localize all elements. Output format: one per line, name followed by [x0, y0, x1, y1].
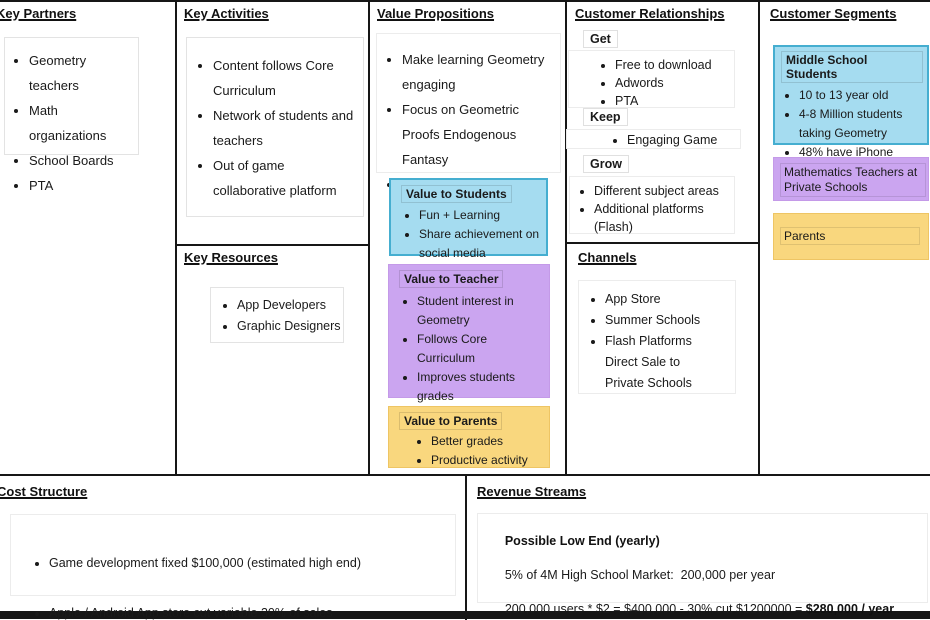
value-to-teacher-box[interactable]: Value to Teacher Student interest in Geo…: [388, 264, 550, 403]
key-resources-box[interactable]: App Developers Graphic Designers: [210, 287, 344, 343]
relationships-keep-box[interactable]: Engaging Game: [566, 129, 741, 149]
key-activities-title: Key Activities: [184, 6, 269, 21]
channel-item: Summer Schools: [605, 310, 735, 331]
revenue-line: 200,000 users * $2 = $400,000 - 30% cut …: [504, 602, 806, 616]
value-to-students-item: Fun + Learning: [419, 206, 540, 225]
value-to-teacher-label: Value to Teacher: [399, 270, 504, 288]
relationships-grow-item: Different subject areas: [594, 182, 732, 200]
channels-box[interactable]: App Store Summer Schools Flash Platforms…: [578, 280, 736, 394]
customer-relationships-title: Customer Relationships: [575, 6, 725, 21]
divider-cost-revenue: [465, 474, 467, 620]
cost-structure-title: Cost Structure: [0, 484, 88, 499]
segment-parents-box[interactable]: Parents: [773, 213, 929, 260]
relationships-get-box[interactable]: Free to download Adwords PTA: [568, 50, 735, 108]
divider-activities-resources: [175, 244, 370, 246]
relationships-get-label: Get: [583, 30, 618, 48]
segment-middle-school-label: Middle School Students: [781, 51, 923, 83]
value-propositions-title: Value Propositions: [377, 6, 495, 21]
revenue-heading: Possible Low End (yearly): [504, 534, 660, 548]
relationships-get-item: Free to download: [615, 56, 734, 74]
value-to-parents-label: Value to Parents: [399, 412, 503, 430]
key-resource-item: Graphic Designers: [237, 316, 343, 337]
value-to-parents-box[interactable]: Value to Parents Better grades Productiv…: [388, 406, 550, 468]
value-to-students-box[interactable]: Value to Students Fun + Learning Share a…: [389, 178, 548, 260]
customer-segments-title: Customer Segments: [770, 6, 897, 21]
revenue-line: 5% of 4M High School Market: 200,000 per…: [504, 568, 776, 582]
channels-title: Channels: [578, 250, 637, 265]
key-partners-box[interactable]: Geometry teachers Math organizations Sch…: [4, 37, 139, 193]
key-activity-item: Network of students and teachers: [213, 103, 359, 153]
segment-middle-school-item: 48% have iPhone: [799, 143, 925, 162]
revenue-streams-box[interactable]: Possible Low End (yearly) 5% of 4M High …: [477, 513, 928, 620]
key-partner-item: School Boards: [29, 148, 136, 173]
key-activity-item: Content follows Core Curriculum: [213, 53, 359, 103]
key-resources-title: Key Resources: [184, 250, 278, 265]
canvas-top-border: [0, 0, 930, 2]
value-prop-item: Focus on Geometric Proofs Endogenous Fan…: [402, 97, 558, 172]
segment-teachers-text: Mathematics Teachers at Private Schools: [780, 163, 926, 197]
channel-continuation: Direct Sale to Private Schools: [605, 355, 692, 390]
value-to-teacher-item: Improves students grades: [417, 368, 547, 406]
divider-activities-valueprops: [368, 0, 370, 476]
segment-middle-school-box[interactable]: Middle School Students 10 to 13 year old…: [773, 45, 929, 159]
segment-middle-school-item: 4-8 Million students taking Geometry: [799, 105, 925, 143]
key-partners-title: Key Partners: [0, 6, 77, 21]
segment-parents-text: Parents: [780, 227, 920, 245]
value-to-parents-item: Productive activity: [431, 451, 543, 470]
canvas-bottom-border: [0, 611, 930, 619]
key-partner-item: Math organizations: [29, 98, 136, 148]
relationships-get-item: Adwords: [615, 74, 734, 92]
cost-item: Game development fixed $100,000 (estimat…: [49, 552, 455, 574]
relationships-grow-box[interactable]: Different subject areas Additional platf…: [569, 176, 735, 234]
relationships-keep-label: Keep: [583, 108, 628, 126]
key-activity-item: Out of game collaborative platform: [213, 153, 359, 203]
revenue-streams-title: Revenue Streams: [477, 484, 587, 499]
relationships-get-item: PTA: [615, 92, 734, 110]
relationships-keep-item: Engaging Game: [627, 131, 740, 149]
key-partner-item: Geometry teachers: [29, 48, 136, 98]
segment-teachers-box[interactable]: Mathematics Teachers at Private Schools: [773, 157, 929, 201]
value-to-students-label: Value to Students: [401, 185, 512, 203]
channel-item: Flash Platforms: [605, 331, 735, 352]
value-propositions-box[interactable]: Make learning Geometry engaging Focus on…: [376, 33, 561, 192]
value-to-teacher-item: Student interest in Geometry: [417, 292, 547, 330]
relationships-grow-item: Additional platforms (Flash): [594, 200, 732, 236]
key-activities-box[interactable]: Content follows Core Curriculum Network …: [186, 37, 364, 217]
relationships-grow-label: Grow: [583, 155, 629, 173]
divider-partners-activities: [175, 0, 177, 476]
value-to-teacher-item: Follows Core Curriculum: [417, 330, 547, 368]
key-resource-item: App Developers: [237, 295, 343, 316]
divider-valueprops-relationships: [565, 0, 567, 476]
divider-relationships-channels: [565, 242, 760, 244]
key-partner-item: PTA: [29, 173, 136, 198]
segment-middle-school-item: 10 to 13 year old: [799, 86, 925, 105]
cost-structure-box[interactable]: Game development fixed $100,000 (estimat…: [10, 514, 456, 620]
value-prop-item: Make learning Geometry engaging: [402, 47, 558, 97]
cost-item: Apple / Android App store cut variable 3…: [49, 602, 455, 620]
channel-item: App Store: [605, 289, 735, 310]
value-to-students-item: Share achievement on social media: [419, 225, 540, 263]
divider-relationships-segments: [758, 0, 760, 476]
value-to-parents-item: Better grades: [431, 432, 543, 451]
